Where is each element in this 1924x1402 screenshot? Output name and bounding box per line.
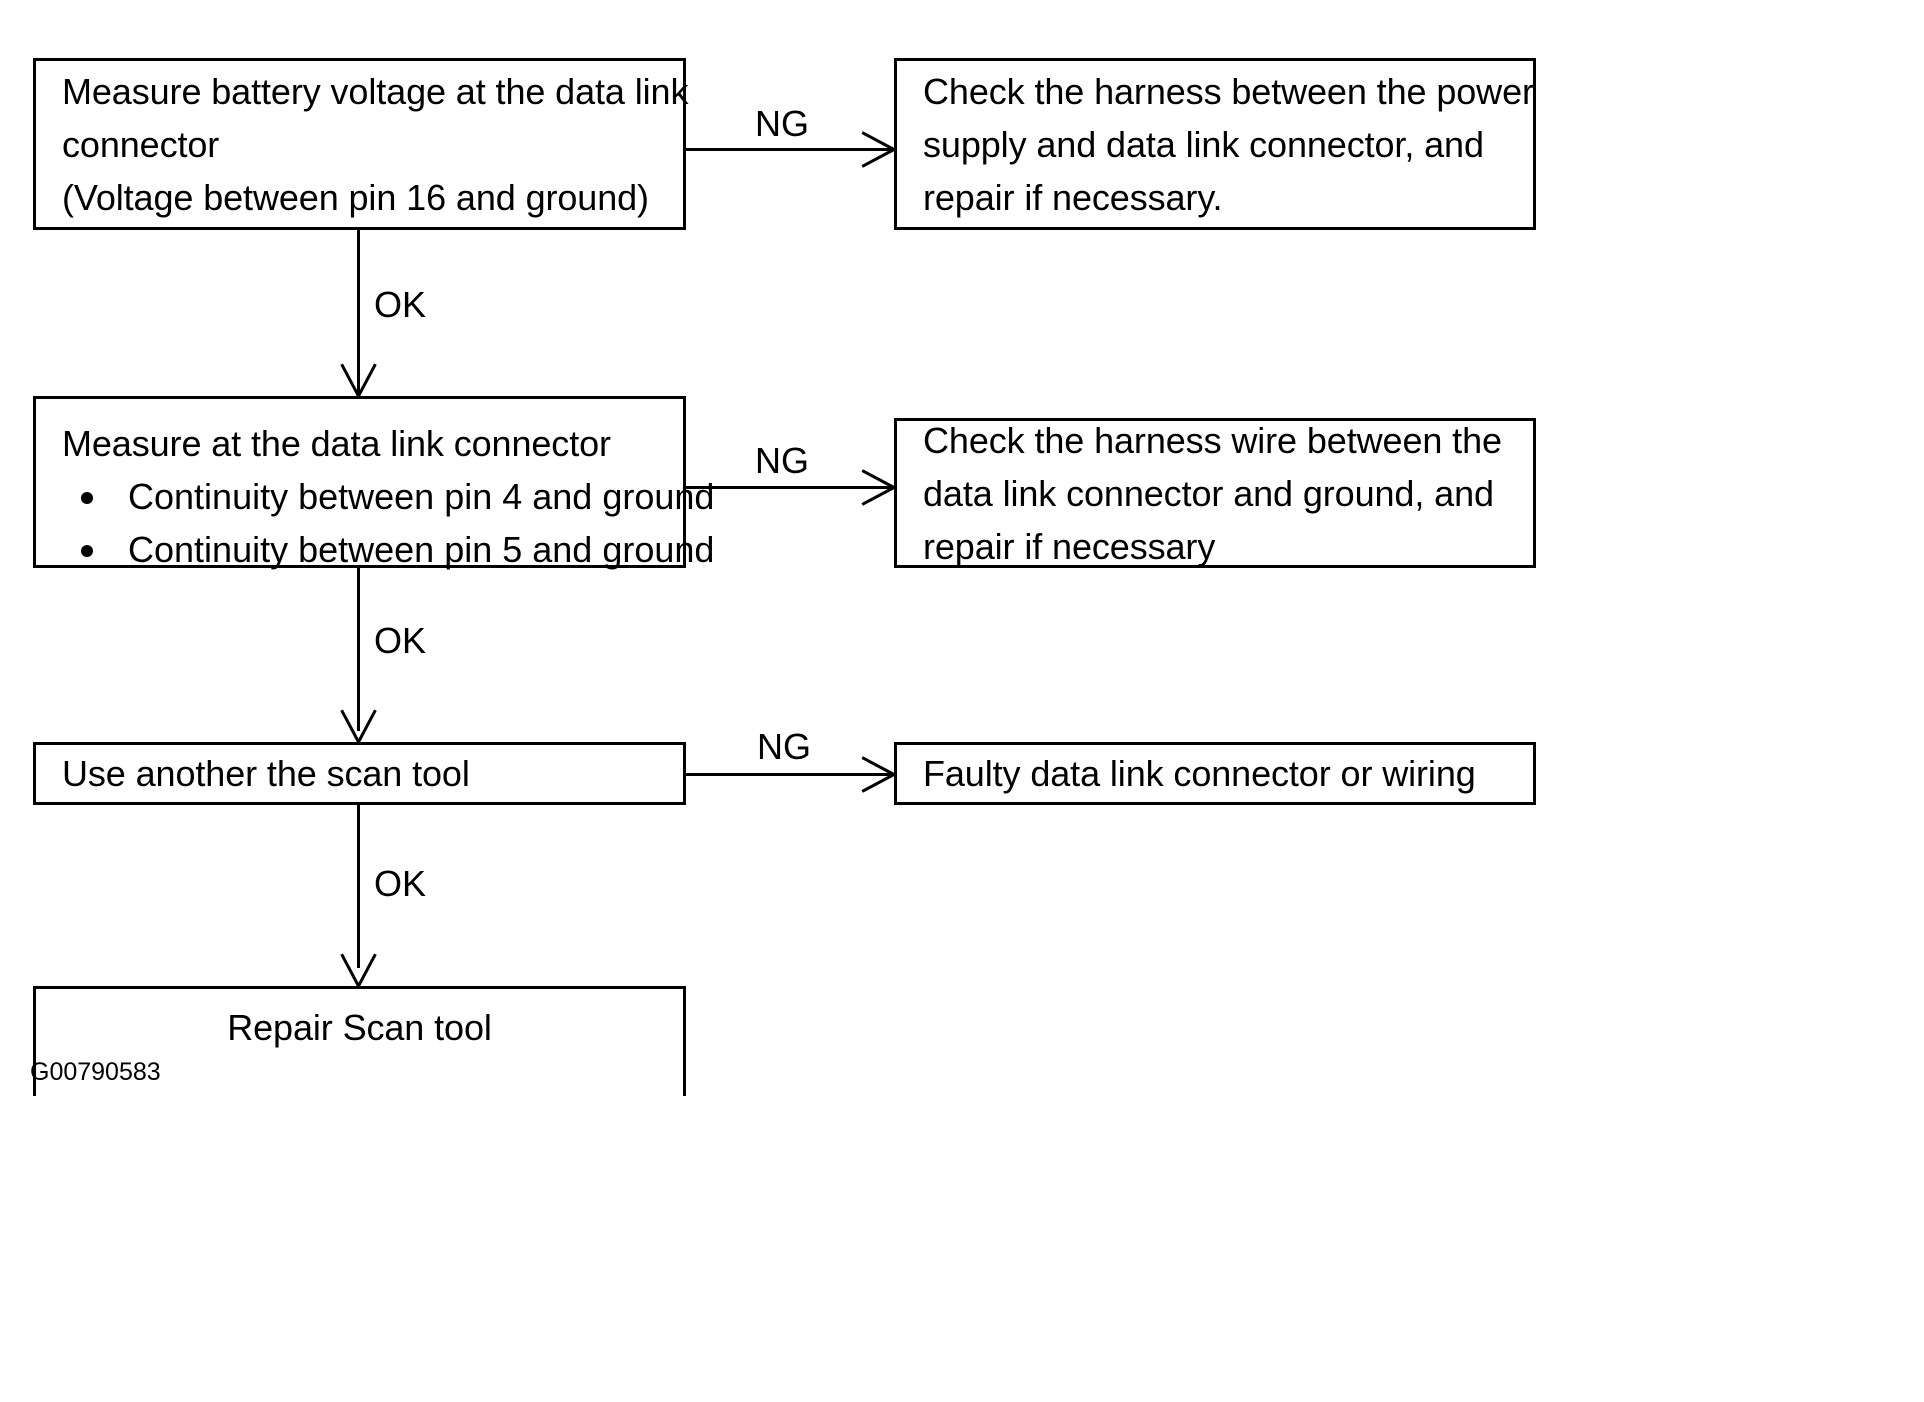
node-repair-scan-tool[interactable]: Repair Scan tool (33, 986, 686, 1096)
edge-line-ng-1 (686, 148, 894, 151)
edge-line-ng-3 (686, 773, 894, 776)
edge-label-ng-3: NG (757, 726, 811, 767)
node-line: supply and data link connector, and (923, 123, 1484, 165)
node-measure-battery-voltage-body: Measure battery voltage at the data link… (36, 61, 689, 227)
list-item-label: Continuity between pin 4 and ground (128, 476, 715, 517)
list-item: Continuity between pin 4 and ground (62, 470, 714, 523)
node-repair-scan-tool-body: Repair Scan tool (36, 989, 683, 1096)
edge-label-ng-2: NG (755, 440, 809, 481)
list-item-label: Continuity between pin 5 and ground (128, 529, 715, 570)
node-measure-battery-voltage[interactable]: Measure battery voltage at the data link… (33, 58, 689, 230)
node-line: connector (62, 123, 220, 165)
node-line: repair if necessary (923, 525, 1216, 567)
edge-label-ok-3: OK (374, 863, 427, 904)
figure-id-label: G00790583 (30, 1058, 161, 1086)
node-line: Repair Scan tool (227, 1007, 492, 1048)
node-line: Faulty data link connector or wiring (923, 753, 1476, 794)
node-check-harness-ground-body: Check the harness wire between the data … (897, 420, 1533, 567)
edge-line-ok-1 (357, 230, 360, 393)
node-line: Use another the scan tool (62, 753, 470, 794)
node-line: data link connector and ground, and (923, 472, 1494, 514)
node-measure-at-data-link-connector-body: Measure at the data link connector Conti… (36, 399, 714, 570)
node-line: Measure battery voltage at the data link (62, 70, 689, 112)
node-use-another-scan-tool[interactable]: Use another the scan tool (33, 742, 686, 805)
edge-line-ok-3 (357, 805, 360, 968)
node-line: Check the harness wire between the (923, 419, 1502, 461)
edge-label-ok-2: OK (374, 620, 427, 661)
node-faulty-dlc-or-wiring[interactable]: Faulty data link connector or wiring (894, 742, 1536, 805)
continuity-check-list: Continuity between pin 4 and ground Cont… (62, 470, 714, 576)
node-measure-at-data-link-connector[interactable]: Measure at the data link connector Conti… (33, 396, 714, 570)
node-line: repair if necessary. (923, 176, 1223, 218)
edge-line-ok-2 (357, 568, 360, 731)
list-item: Continuity between pin 5 and ground (62, 523, 714, 576)
node-heading: Measure at the data link connector (62, 423, 611, 464)
node-line: (Voltage between pin 16 and ground) (62, 176, 649, 218)
edge-label-ok-1: OK (374, 284, 427, 325)
node-faulty-dlc-or-wiring-body: Faulty data link connector or wiring (897, 745, 1533, 802)
node-use-another-scan-tool-body: Use another the scan tool (36, 745, 683, 802)
bullet-dot-icon (81, 545, 93, 557)
node-check-harness-power-supply[interactable]: Check the harness between the power supp… (894, 58, 1536, 230)
edge-label-ng-1: NG (755, 103, 809, 144)
bullet-dot-icon (81, 492, 93, 504)
node-check-harness-ground[interactable]: Check the harness wire between the data … (894, 418, 1536, 568)
node-line: Check the harness between the power (923, 70, 1534, 112)
node-check-harness-power-supply-body: Check the harness between the power supp… (897, 61, 1534, 227)
edge-line-ng-2 (686, 486, 894, 489)
